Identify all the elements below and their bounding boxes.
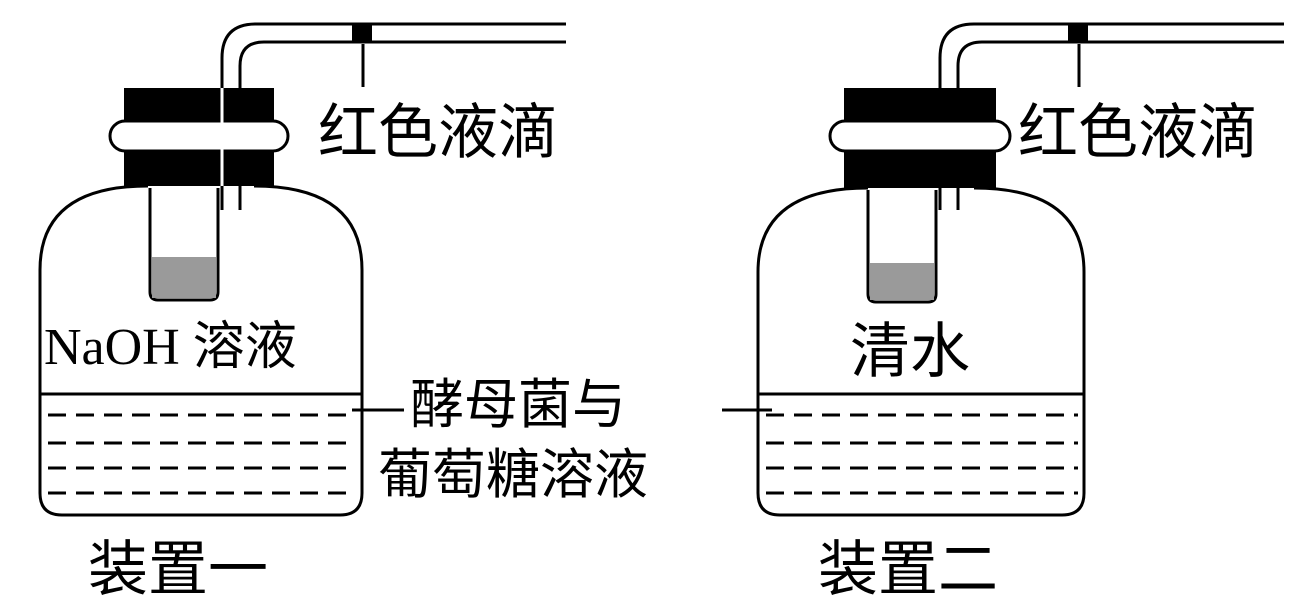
droplet-label-1: 红色液滴 (318, 98, 558, 168)
stopper-1 (108, 88, 290, 186)
caption-2: 装置二 (818, 535, 998, 605)
glass-tube-2 (938, 22, 1284, 210)
inner-liquid-1 (152, 257, 216, 298)
inner-liquid-2 (870, 263, 934, 300)
shared-label-line1: 酵母菌与 (410, 373, 626, 436)
liquid-dashes-1 (48, 413, 356, 495)
bottle-2 (756, 186, 1086, 517)
apparatus-2 (756, 22, 1284, 517)
liquid-dashes-2 (766, 413, 1078, 495)
solution-label-1: NaOH 溶液 (44, 319, 297, 376)
solution-label-2: 清水 (850, 317, 970, 387)
bottle-1 (38, 184, 364, 517)
inner-tube-1 (148, 188, 220, 302)
glass-tube-1 (220, 22, 566, 210)
inner-tube-2 (866, 190, 938, 304)
droplet-label-2: 红色液滴 (1018, 98, 1258, 168)
shared-label-line2: 葡萄糖溶液 (378, 443, 648, 506)
stopper-2 (828, 88, 1012, 188)
apparatus-1 (38, 22, 566, 517)
red-droplet-2 (1068, 25, 1088, 41)
red-droplet-1 (352, 25, 372, 41)
caption-1: 装置一 (88, 535, 268, 605)
